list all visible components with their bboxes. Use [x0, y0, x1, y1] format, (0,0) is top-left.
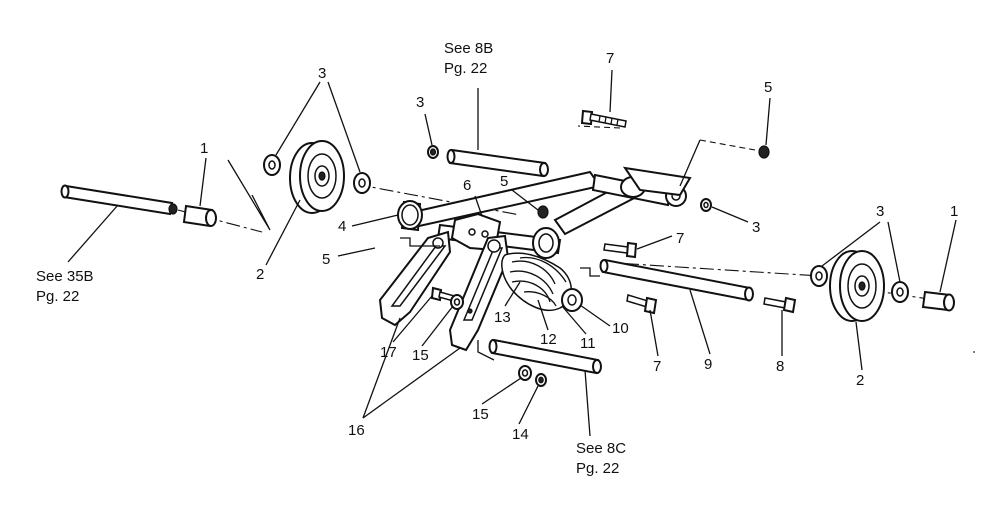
- callout-5-top-right: 5: [764, 79, 772, 96]
- part-3-left-washer-a: [263, 154, 281, 176]
- see-8b-line1: See 8B: [444, 40, 493, 57]
- callout-10: 10: [612, 320, 629, 337]
- callout-9: 9: [704, 356, 712, 373]
- small-pin: [467, 308, 473, 314]
- callout-14: 14: [512, 426, 529, 443]
- callout-5-center: 5: [500, 173, 508, 190]
- part-3-top-nut: [427, 145, 439, 159]
- dashed-bolt-line: [577, 125, 621, 129]
- centerline-left-shaft: [177, 209, 263, 233]
- callout-16: 16: [348, 422, 365, 439]
- see-8c-line1: See 8C: [576, 440, 626, 457]
- callout-6: 6: [463, 177, 471, 194]
- see-8b-line2: Pg. 22: [444, 60, 487, 77]
- left-step-line: [400, 237, 440, 247]
- part-7-lower-bolt: [626, 294, 658, 315]
- centerline-left-wheel: [354, 183, 521, 216]
- callout-2-right: 2: [856, 372, 864, 389]
- reference-see-8b: See 8B Pg. 22: [444, 40, 493, 77]
- top-shaft: [446, 148, 549, 178]
- part-9-shaft: [599, 258, 754, 302]
- part-7-top-bolt: [580, 109, 627, 128]
- callout-15-upper: 15: [412, 347, 429, 364]
- part-12-spring: [501, 252, 572, 311]
- callout-7-top: 7: [606, 50, 614, 67]
- part-3-right-lower-washer-a: [810, 265, 828, 287]
- centerline-right-wheel: [599, 261, 821, 277]
- stray-dot: [973, 351, 975, 353]
- upper-a-frame: [398, 166, 692, 236]
- part-10-spring-cap: [561, 288, 583, 312]
- dashed-nut-line: [699, 139, 756, 151]
- leader-lines: [67, 69, 957, 437]
- callout-3-right-upper: 3: [752, 219, 760, 236]
- see-35b-line1: See 35B: [36, 268, 94, 285]
- see-35b-line2: Pg. 22: [36, 288, 79, 305]
- callout-4: 4: [338, 218, 346, 235]
- callout-labels: 3 1 2 3 7 5 6 5 4 5 3 7 3 1 2 8 9 7 10 1…: [200, 50, 958, 443]
- reference-see-35b: See 35B Pg. 22: [36, 268, 94, 305]
- callout-13: 13: [494, 309, 511, 326]
- callout-5-left: 5: [322, 251, 330, 268]
- callout-11: 11: [580, 335, 596, 352]
- part-3-right-lower-washer-b: [891, 281, 909, 303]
- part-3-left-washer-b: [353, 172, 371, 194]
- see-8c-line2: Pg. 22: [576, 460, 619, 477]
- part-5-top-right-nut: [758, 145, 770, 159]
- callout-3-small-top: 3: [416, 94, 424, 111]
- callout-2-left: 2: [256, 266, 264, 283]
- reference-see-8c: See 8C Pg. 22: [576, 440, 626, 477]
- part-7-middle-bolt: [603, 241, 638, 259]
- callout-1-right: 1: [950, 203, 958, 220]
- part-2-right-wheel: [829, 250, 885, 322]
- callout-7-lower: 7: [653, 358, 661, 375]
- part-5-center-nut: [537, 205, 549, 219]
- callout-3-top-left: 3: [318, 65, 326, 82]
- lower-bracket-line: [477, 340, 495, 361]
- part-1-left-spacer: [182, 204, 217, 228]
- part-15-upper-washer: [450, 294, 464, 310]
- part-16-right-arm: [448, 234, 510, 352]
- part-4-sleeve: [397, 200, 423, 232]
- part-14-nut: [535, 373, 547, 387]
- callout-8: 8: [776, 358, 784, 375]
- part-8-bolt: [763, 296, 797, 314]
- part-3-right-upper-washer: [700, 198, 712, 212]
- callout-7-middle: 7: [676, 230, 684, 247]
- left-bracket-lines: [227, 159, 271, 231]
- part-1-right-spacer: [921, 290, 955, 312]
- callout-15-lower: 15: [472, 406, 489, 423]
- callout-12: 12: [540, 331, 557, 348]
- callout-17: 17: [380, 344, 397, 361]
- lower-shaft: [488, 338, 602, 375]
- right-step-line: [580, 267, 600, 277]
- part-2-left-wheel: [289, 140, 345, 214]
- left-long-shaft: [60, 184, 178, 216]
- part-16-left-arm: [378, 230, 452, 327]
- callout-1-left: 1: [200, 140, 208, 157]
- callout-3-right-lower: 3: [876, 203, 884, 220]
- part-15-lower-washer: [518, 365, 532, 381]
